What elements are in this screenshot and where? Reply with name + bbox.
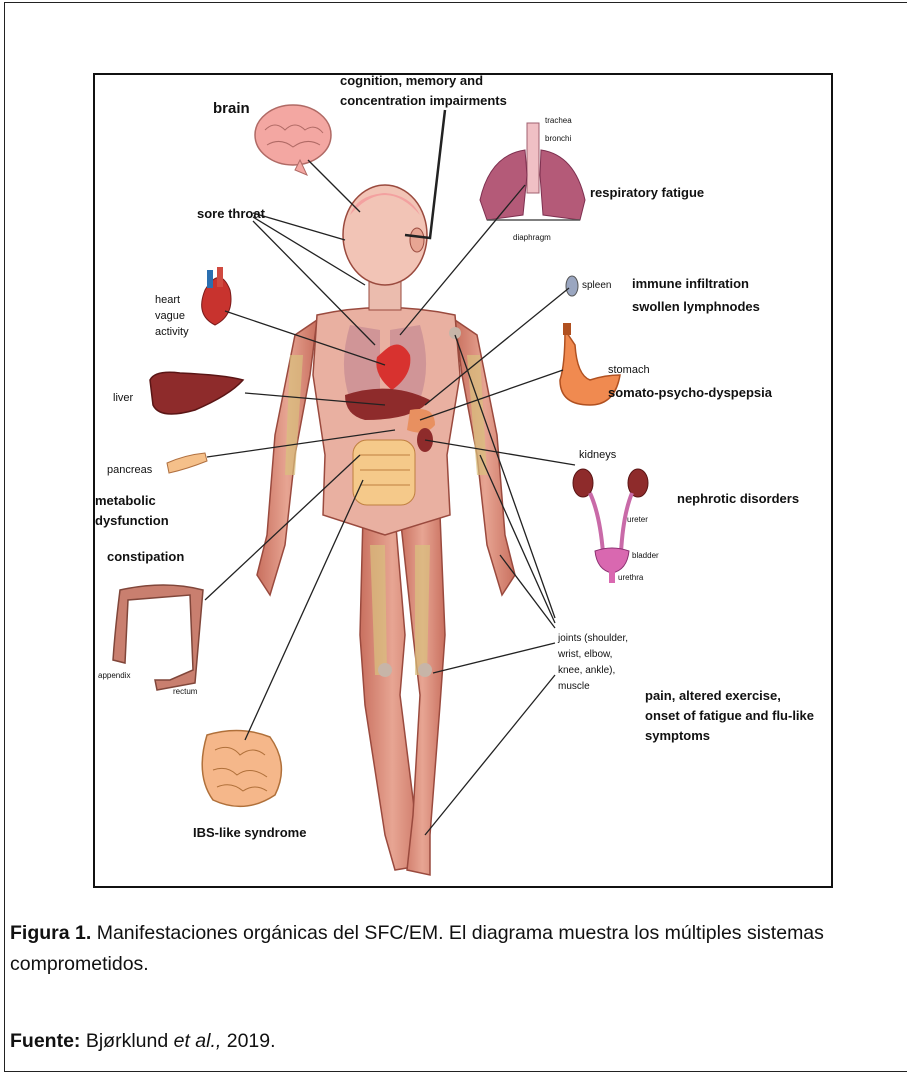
label-brain: brain bbox=[213, 100, 250, 117]
label-pain-1: pain, altered exercise, bbox=[645, 688, 781, 703]
label-liver: liver bbox=[113, 392, 134, 404]
caption-label: Figura 1. bbox=[10, 922, 91, 944]
label-heart-1: heart bbox=[155, 294, 180, 306]
label-cognition-1: cognition, memory and bbox=[340, 75, 483, 88]
label-pancreas: pancreas bbox=[107, 464, 153, 476]
label-immune-2: swollen lymphnodes bbox=[632, 299, 760, 314]
label-kidneys: kidneys bbox=[579, 449, 617, 461]
label-urethra: urethra bbox=[618, 573, 644, 582]
caption-text: Manifestaciones orgánicas del SFC/EM. El… bbox=[10, 922, 824, 975]
label-respiratory-fatigue: respiratory fatigue bbox=[590, 185, 704, 200]
source-author: Bjørklund bbox=[80, 1030, 173, 1052]
source-etal: et al., bbox=[174, 1030, 222, 1052]
label-bladder: bladder bbox=[632, 551, 659, 560]
figure-caption: Figura 1. Manifestaciones orgánicas del … bbox=[10, 918, 900, 980]
label-pain-2: onset of fatigue and flu-like bbox=[645, 708, 814, 723]
label-constipation: constipation bbox=[107, 549, 184, 564]
label-cognition-2: concentration impairments bbox=[340, 93, 507, 108]
knee-joint-left bbox=[378, 663, 392, 677]
figure-source: Fuente: Bjørklund et al., 2019. bbox=[10, 1030, 276, 1053]
label-joints-2: wrist, elbow, bbox=[557, 649, 612, 660]
source-year: 2019. bbox=[221, 1030, 275, 1052]
label-sore-throat: sore throat bbox=[197, 206, 266, 221]
anatomy-diagram: brain cognition, memory and concentratio… bbox=[95, 75, 833, 888]
label-ureter: ureter bbox=[627, 515, 648, 524]
label-immune-1: immune infiltration bbox=[632, 276, 749, 291]
knee-joint-right bbox=[418, 663, 432, 677]
label-heart-2: vague bbox=[155, 310, 185, 322]
figure-box: brain cognition, memory and concentratio… bbox=[93, 73, 833, 888]
label-heart-3: activity bbox=[155, 326, 189, 338]
label-metabolic-1: metabolic bbox=[95, 493, 156, 508]
spleen-illustration bbox=[566, 276, 578, 296]
label-pain-3: symptoms bbox=[645, 728, 710, 743]
ear bbox=[410, 228, 424, 252]
label-trachea: trachea bbox=[545, 116, 572, 125]
label-stomach: stomach bbox=[608, 364, 650, 376]
label-bronchi: bronchi bbox=[545, 134, 571, 143]
label-spleen: spleen bbox=[582, 280, 611, 291]
source-label: Fuente: bbox=[10, 1030, 80, 1052]
pancreas-illustration bbox=[167, 453, 207, 473]
label-rectum: rectum bbox=[173, 687, 198, 696]
liver-illustration bbox=[150, 372, 243, 414]
label-appendix: appendix bbox=[98, 671, 130, 680]
label-joints-4: muscle bbox=[558, 681, 590, 692]
label-metabolic-2: dysfunction bbox=[95, 513, 169, 528]
urinary-system-illustration bbox=[573, 469, 648, 583]
label-ibs: IBS-like syndrome bbox=[193, 825, 306, 840]
label-joints-1: joints (shoulder, bbox=[557, 633, 628, 644]
small-intestine-illustration bbox=[202, 730, 281, 806]
label-nephrotic: nephrotic disorders bbox=[677, 491, 799, 506]
brain-illustration bbox=[255, 105, 331, 175]
label-joints-3: knee, ankle), bbox=[558, 665, 615, 676]
body-intestine bbox=[353, 440, 415, 505]
label-diaphragm: diaphragm bbox=[513, 233, 551, 242]
shoulder-joint bbox=[449, 327, 461, 339]
label-dyspepsia: somato-psycho-dyspepsia bbox=[608, 385, 773, 400]
heart-illustration bbox=[202, 267, 231, 325]
